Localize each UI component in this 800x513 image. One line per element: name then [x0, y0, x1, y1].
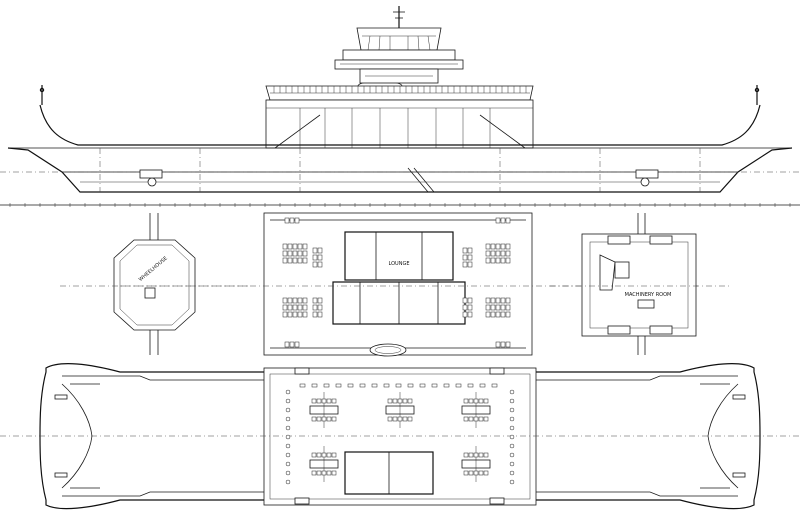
machinery-room-plan: MACHINERY ROOM	[550, 213, 730, 355]
lounge-plan: LOUNGE	[120, 212, 700, 357]
machinery-room-label: MACHINERY ROOM	[625, 292, 672, 298]
side-elevation	[0, 6, 800, 207]
wheelhouse-plan: WHEELHOUSE	[60, 213, 250, 355]
main-deck-plan	[0, 363, 800, 510]
lounge-label: LOUNGE	[389, 261, 410, 267]
